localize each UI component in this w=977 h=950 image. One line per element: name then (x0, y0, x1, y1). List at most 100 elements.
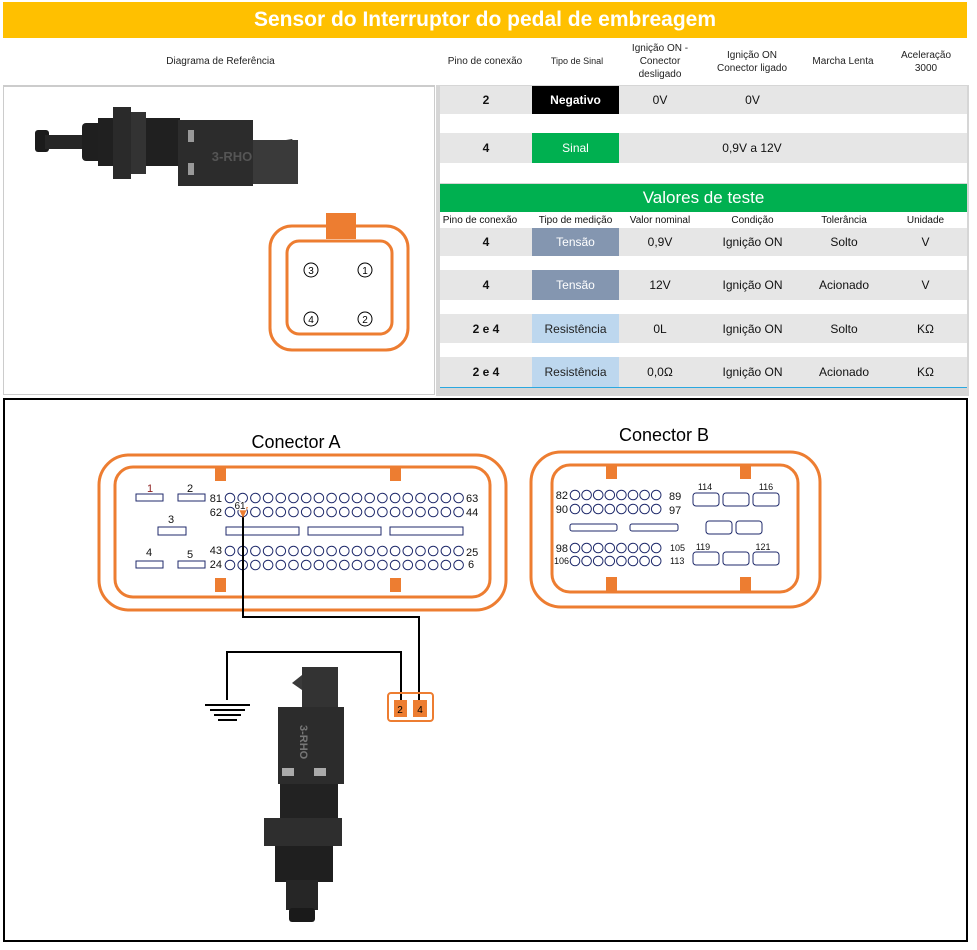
pin-hole (351, 559, 363, 571)
pin-hole (377, 545, 388, 557)
pin-hole (569, 542, 581, 554)
pin-hole (313, 506, 325, 518)
pin-hole (300, 545, 312, 557)
pin-hole (377, 559, 388, 571)
pin-hole (639, 555, 650, 567)
svg-text:119: 119 (696, 542, 710, 552)
table-bottom-line (440, 387, 967, 388)
pin-hole (616, 555, 627, 567)
pin-hole (339, 492, 350, 504)
spacer (440, 256, 967, 270)
pin-hole (581, 542, 592, 554)
pin-hole (650, 489, 662, 501)
pin-hole (627, 489, 639, 501)
pin-hole (604, 503, 616, 515)
col-header-condition: Condição (731, 214, 774, 226)
pin-hole (627, 555, 639, 567)
pin-hole (389, 506, 401, 518)
svg-text:116: 116 (759, 482, 773, 492)
pin-hole (377, 506, 388, 518)
nominal-cell: 0,9V (647, 235, 673, 249)
type-cell: Resistência (532, 314, 619, 343)
pin-hole (389, 545, 401, 557)
pin-cell: 4 (482, 235, 490, 249)
col-header-pin: Pino de conexão (447, 56, 523, 67)
pin-hole (604, 542, 616, 554)
pin-1: 1 (357, 262, 373, 278)
svg-text:113: 113 (670, 556, 684, 566)
pin-hole (650, 503, 662, 515)
page-title: Sensor do Interruptor do pedal de embrea… (3, 2, 967, 38)
svg-text:89: 89 (669, 491, 681, 503)
pin-hole (364, 545, 376, 557)
sensor-photo: 3-RHO (35, 107, 298, 186)
signal-row: 2 Negativo 0V 0V (440, 86, 967, 114)
type-cell: Tensão (532, 270, 619, 300)
pin-cell: 4 (482, 141, 490, 155)
nominal-cell: 12V (649, 278, 671, 292)
connector-b-title: Conector B (619, 425, 709, 445)
unit-cell: KΩ (917, 321, 934, 336)
pin-hole (364, 559, 376, 571)
unit-cell: KΩ (917, 365, 934, 379)
col-header-signal-type: Tipo de Sinal (550, 56, 604, 66)
svg-text:3: 3 (168, 514, 174, 526)
col-header-nominal: Valor nominal (629, 214, 691, 226)
pin-hole (581, 489, 592, 501)
col-header-ign-on: Ignição ON Conector ligado (716, 49, 788, 74)
pin-2: 2 (357, 311, 373, 327)
condition-cell: Ignição ON (722, 321, 783, 336)
signal-row: 4 Sinal 0,9V a 12V (440, 133, 967, 163)
pin-hole (313, 559, 325, 571)
pin-hole (313, 545, 325, 557)
wiring-diagram-panel (3, 398, 968, 942)
harness-connector: 2 4 (387, 692, 434, 722)
pin-hole (639, 542, 650, 554)
pin-hole (364, 506, 376, 518)
svg-text:44: 44 (466, 507, 478, 519)
connector-a-title: Conector A (251, 432, 340, 452)
svg-text:2: 2 (362, 315, 368, 326)
pin-hole (262, 545, 274, 557)
ign-off-value: 0V (652, 93, 668, 107)
sensor-logo: 3-RHO (212, 149, 252, 164)
type-cell: Tensão (532, 228, 619, 256)
pin-hole (415, 559, 426, 571)
ign-on-value: 0,9V a 12V (722, 141, 782, 155)
pin-hole (326, 545, 337, 557)
pin-hole (300, 506, 312, 518)
pin-hole (224, 506, 236, 518)
svg-text:106: 106 (554, 556, 569, 566)
svg-text:2: 2 (187, 483, 193, 495)
pin-hole (351, 492, 363, 504)
pin-cell: 4 (482, 278, 490, 292)
condition-cell: Ignição ON (722, 278, 783, 292)
spacer (440, 163, 967, 183)
sensor-photo-vertical: 3-RHO (264, 667, 344, 922)
svg-text:43: 43 (210, 545, 222, 557)
pin-hole (427, 506, 439, 518)
pin-hole (604, 555, 616, 567)
col-header-pin: Pino de conexão (442, 214, 518, 226)
pin-hole (275, 559, 287, 571)
signal-type-badge: Sinal (532, 133, 619, 163)
pin-hole (339, 506, 350, 518)
pin-hole (639, 503, 650, 515)
pin-hole (250, 559, 261, 571)
pin-hole (592, 555, 604, 567)
pin-hole (650, 542, 662, 554)
pin-hole (440, 492, 452, 504)
pin-hole (604, 489, 616, 501)
pin-hole (237, 492, 248, 504)
pin-hole (427, 559, 439, 571)
tolerance-cell: Solto (830, 235, 858, 249)
svg-text:4: 4 (308, 315, 314, 326)
pin-hole (402, 559, 414, 571)
svg-text:4: 4 (417, 705, 423, 716)
svg-text:2: 2 (397, 705, 403, 716)
pin-hole (427, 545, 439, 557)
svg-text:98: 98 (556, 543, 568, 555)
svg-text:3: 3 (308, 266, 314, 277)
col-header-unit: Unidade (906, 214, 945, 226)
